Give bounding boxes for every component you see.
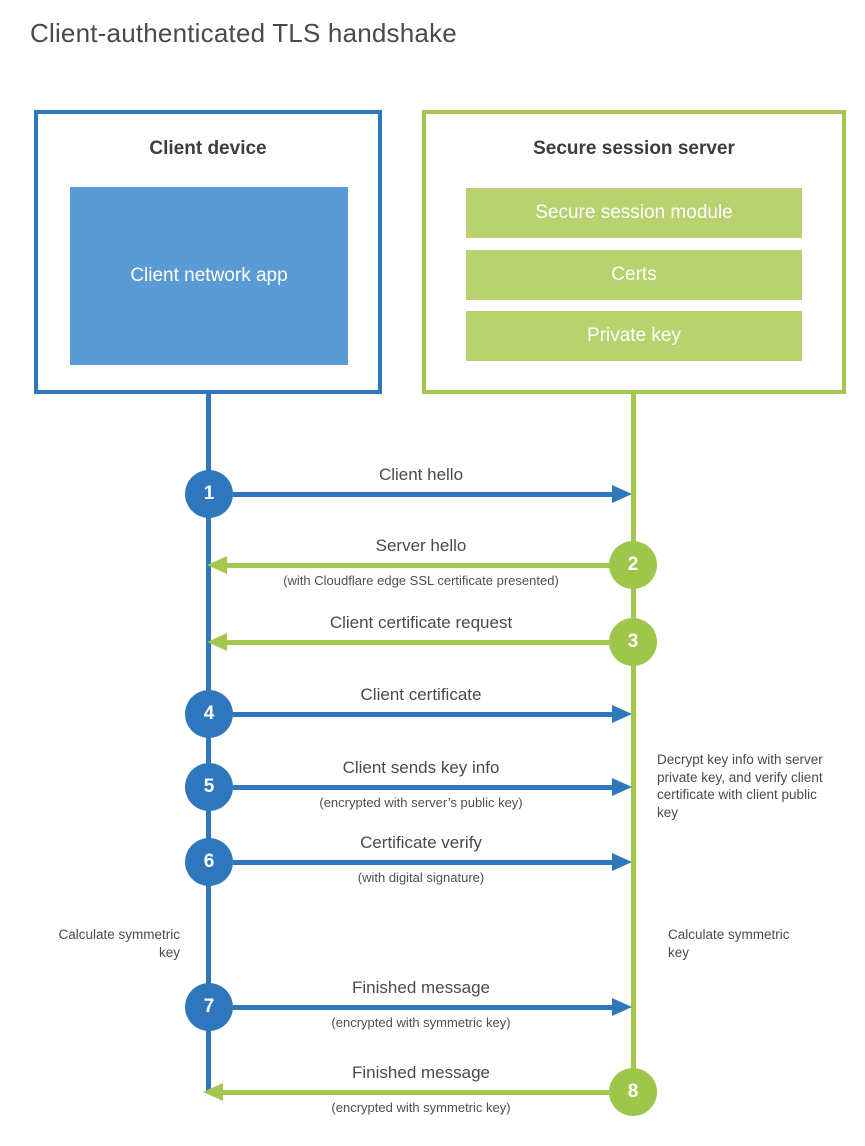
step-5-arrow (233, 778, 632, 796)
step-2-label: Server hello (375, 536, 467, 555)
step-8-label: Finished message (352, 1063, 490, 1082)
step-1-label: Client hello (378, 465, 464, 484)
step-3-marker: 3 (609, 618, 657, 666)
step-2-marker: 2 (609, 541, 657, 589)
step-2-arrow (207, 556, 609, 574)
arrow-shaft (233, 860, 616, 865)
arrow-shaft (223, 563, 609, 568)
step-6-label: Certificate verify (360, 833, 482, 852)
step-7-arrow (233, 998, 632, 1016)
arrow-head-right-icon (612, 853, 632, 871)
step-3-arrow (207, 633, 609, 651)
step-1-marker: 1 (185, 470, 233, 518)
arrow-shaft (233, 785, 616, 790)
client-network-app-label: Client network app (130, 265, 288, 286)
arrow-shaft (233, 712, 616, 717)
step-5-label: Client sends key info (342, 758, 500, 777)
step-7-sublabel: (encrypted with symmetric key) (331, 1015, 511, 1030)
step-8-sublabel: (encrypted with symmetric key) (331, 1100, 511, 1115)
arrow-head-left-icon (207, 633, 227, 651)
arrow-head-left-icon (203, 1083, 223, 1101)
secure-session-server-box: Secure session server Secure session mod… (422, 110, 846, 394)
arrow-head-right-icon (612, 705, 632, 723)
step-3-label: Client certificate request (329, 613, 513, 632)
private-key-bar: Private key (466, 311, 802, 361)
client-calculate-symmetric-key-note: Calculate symmetric key (58, 927, 180, 960)
step-2-sublabel: (with Cloudflare edge SSL certificate pr… (283, 573, 559, 588)
step-4-arrow (233, 705, 632, 723)
step-8-marker: 8 (609, 1068, 657, 1116)
step-5-sublabel: (encrypted with server’s public key) (319, 795, 523, 810)
arrow-head-left-icon (207, 556, 227, 574)
arrow-head-right-icon (612, 998, 632, 1016)
server-lifeline (631, 394, 636, 1092)
step-4-label: Client certificate (360, 685, 482, 704)
step-6-marker: 6 (185, 838, 233, 886)
arrow-head-right-icon (612, 778, 632, 796)
step-7-label: Finished message (352, 978, 490, 997)
certs-bar: Certs (466, 250, 802, 300)
secure-session-module-bar: Secure session module (466, 188, 802, 238)
step-1-arrow (233, 485, 632, 503)
step-4-marker: 4 (185, 690, 233, 738)
step-5-marker: 5 (185, 763, 233, 811)
server-decrypt-note: Decrypt key info with server private key… (657, 752, 823, 820)
arrow-shaft (233, 1005, 616, 1010)
secure-session-server-heading: Secure session server (533, 138, 735, 159)
arrow-head-right-icon (612, 485, 632, 503)
page-title: Client-authenticated TLS handshake (30, 18, 457, 48)
arrow-shaft (233, 492, 616, 497)
client-lifeline (206, 394, 211, 1092)
arrow-shaft (219, 1090, 609, 1095)
step-6-sublabel: (with digital signature) (357, 870, 485, 885)
client-network-app-module: Client network app (70, 187, 348, 365)
step-6-arrow (233, 853, 632, 871)
step-8-arrow (203, 1083, 609, 1101)
arrow-shaft (223, 640, 609, 645)
server-calculate-symmetric-key-note: Calculate symmetric key (668, 927, 790, 960)
client-device-box: Client device Client network app (34, 110, 382, 394)
step-7-marker: 7 (185, 983, 233, 1031)
client-device-heading: Client device (149, 138, 267, 159)
